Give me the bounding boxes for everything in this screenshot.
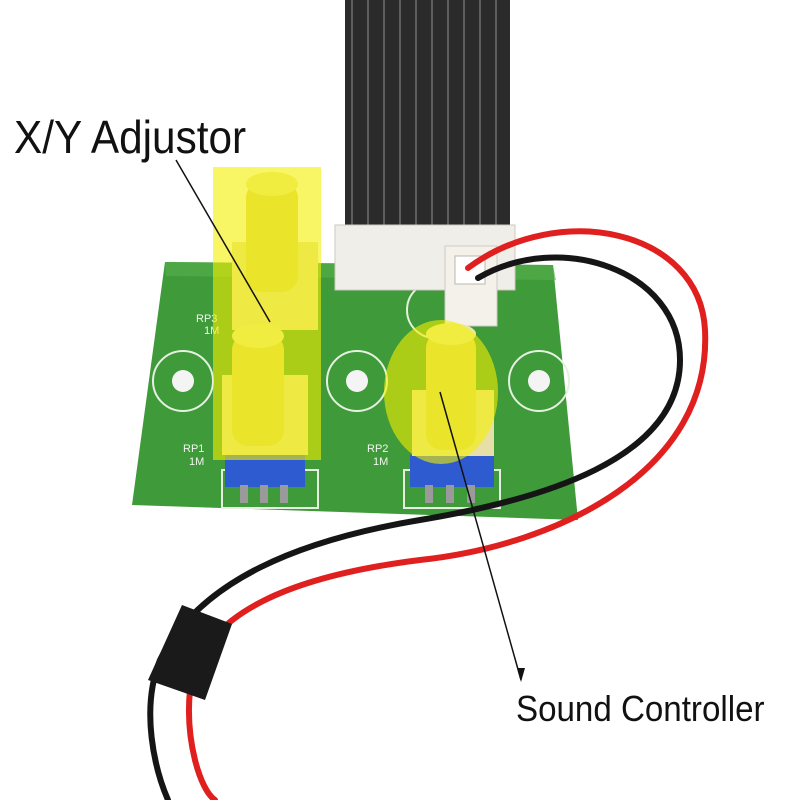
ribbon-cable: [345, 0, 510, 235]
xy-adjustor-highlight: [213, 167, 321, 460]
power-wires: [147, 228, 709, 803]
sound-controller-arrowhead: [517, 668, 525, 682]
rp2-label: RP2: [367, 443, 388, 455]
pcb-board: RP3 1M RP1 1M RP2 1M: [132, 262, 578, 520]
xy-adjustor-pointer: [175, 159, 271, 323]
sound-controller-pointer: [439, 391, 522, 681]
sound-controller-label: Sound Controller: [516, 688, 765, 729]
sound-controller-highlight: [384, 320, 498, 464]
rp2-value-label: 1M: [373, 456, 388, 468]
rp3-label: RP3: [196, 313, 217, 325]
rp1-value-label: 1M: [189, 456, 204, 468]
rp1-label: RP1: [183, 443, 204, 455]
xy-adjustor-label: X/Y Adjustor: [14, 111, 247, 163]
